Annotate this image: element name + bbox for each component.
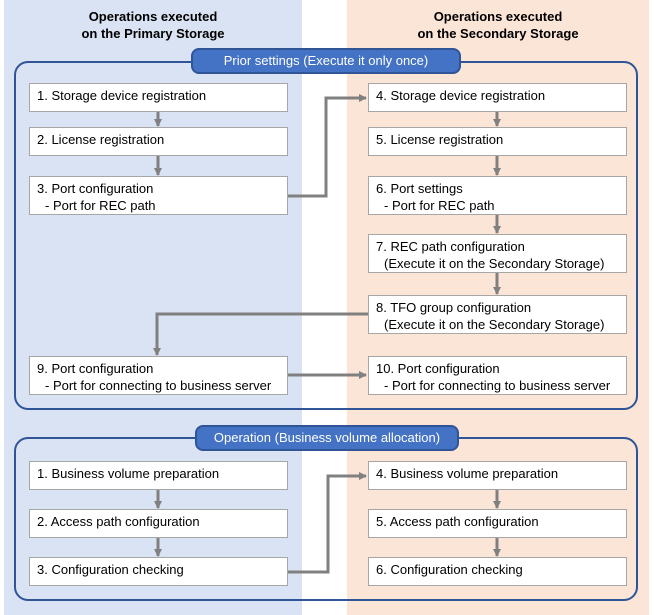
step-detail: - Port for connecting to business server: [384, 378, 611, 393]
prior-step-9: 9. Port configuration - Port for connect…: [29, 356, 288, 395]
step-label: 9. Port configuration: [37, 361, 154, 376]
operation-step-1: 1. Business volume preparation: [29, 461, 288, 490]
step-label: 2. Access path configuration: [37, 514, 200, 529]
prior-settings-title: Prior settings (Execute it only once): [191, 48, 461, 74]
prior-step-10: 10. Port configuration - Port for connec…: [368, 356, 627, 395]
step-detail: (Execute it on the Secondary Storage): [384, 317, 605, 332]
step-label: 6. Configuration checking: [376, 562, 523, 577]
step-label: 6. Port settings: [376, 181, 463, 196]
step-label: 1. Storage device registration: [37, 88, 207, 103]
step-detail: (Execute it on the Secondary Storage): [384, 256, 605, 271]
arrow-op3-to-op4: [288, 472, 367, 574]
step-detail: - Port for REC path: [45, 198, 156, 213]
arrow-3-to-4: [288, 94, 367, 198]
step-label: 4. Business volume preparation: [376, 466, 559, 481]
operation-step-2: 2. Access path configuration: [29, 509, 288, 538]
prior-step-3: 3. Port configuration - Port for REC pat…: [29, 176, 288, 215]
arrow-8-to-9: [153, 312, 368, 356]
step-label: 4. Storage device registration: [376, 88, 546, 103]
prior-step-2: 2. License registration: [29, 127, 288, 156]
prior-step-1: 1. Storage device registration: [29, 83, 288, 112]
step-label: 5. License registration: [376, 132, 504, 147]
operation-step-4: 4. Business volume preparation: [368, 461, 627, 490]
step-label: 7. REC path configuration: [376, 239, 525, 254]
prior-step-6: 6. Port settings - Port for REC path: [368, 176, 627, 215]
prior-step-8: 8. TFO group configuration (Execute it o…: [368, 295, 627, 334]
step-label: 3. Port configuration: [37, 181, 154, 196]
prior-step-7: 7. REC path configuration (Execute it on…: [368, 234, 627, 273]
operation-step-3: 3. Configuration checking: [29, 557, 288, 586]
step-label: 10. Port configuration: [376, 361, 500, 376]
step-detail: - Port for REC path: [384, 198, 495, 213]
step-label: 8. TFO group configuration: [376, 300, 532, 315]
prior-step-5: 5. License registration: [368, 127, 627, 156]
primary-column-header: Operations executed on the Primary Stora…: [81, 9, 225, 41]
step-label: 3. Configuration checking: [37, 562, 184, 577]
step-detail: - Port for connecting to business server: [45, 378, 272, 393]
prior-step-4: 4. Storage device registration: [368, 83, 627, 112]
step-label: 2. License registration: [37, 132, 165, 147]
operation-step-5: 5. Access path configuration: [368, 509, 627, 538]
operation-title: Operation (Business volume allocation): [195, 425, 459, 451]
step-label: 1. Business volume preparation: [37, 466, 220, 481]
step-label: 5. Access path configuration: [376, 514, 539, 529]
operation-step-6: 6. Configuration checking: [368, 557, 627, 586]
secondary-column-header: Operations executed on the Secondary Sto…: [417, 9, 579, 41]
